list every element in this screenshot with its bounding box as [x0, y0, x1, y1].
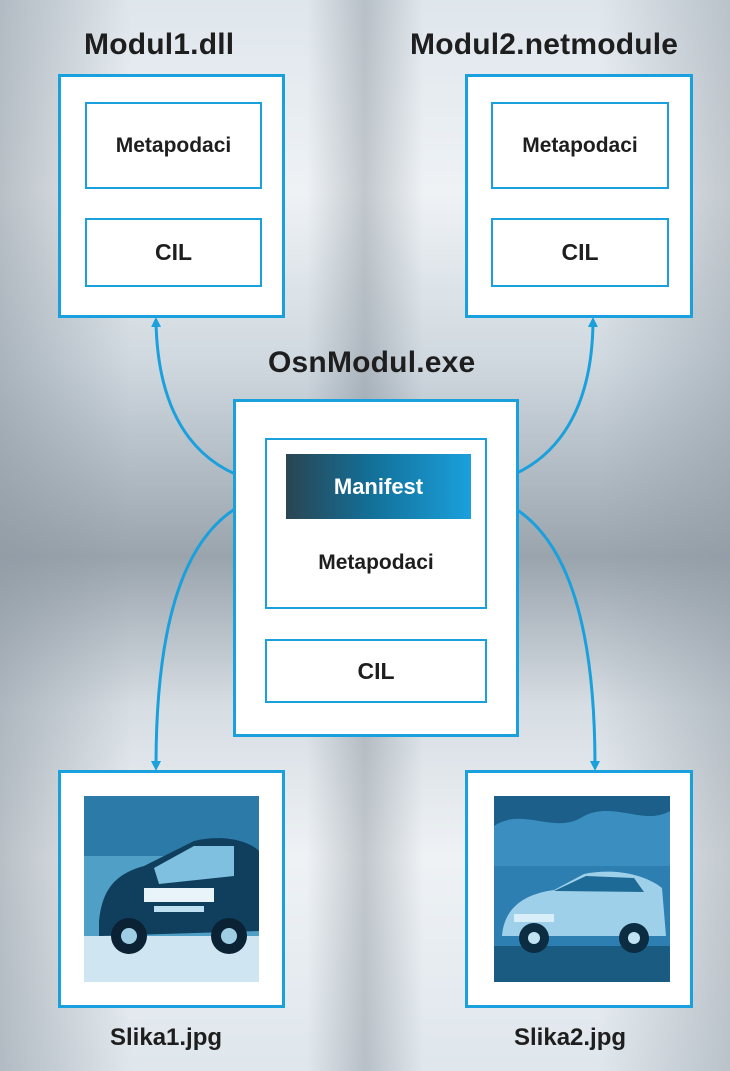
- car-photo-icon: [494, 796, 670, 982]
- slika2-caption: Slika2.jpg: [514, 1024, 627, 1051]
- main-cil: CIL: [265, 639, 487, 703]
- modul1-metadata: Metapodaci: [85, 102, 262, 189]
- main-metadata-label: Metapodaci: [318, 551, 434, 574]
- slika1-frame: [58, 770, 285, 1008]
- modul2-box: Metapodaci CIL: [465, 74, 693, 318]
- modul1-title: Modul1.dll: [84, 28, 235, 61]
- main-module-title: OsnModul.exe: [268, 346, 476, 379]
- manifest-block: Manifest: [286, 454, 471, 519]
- modul1-cil: CIL: [85, 218, 262, 287]
- slika1-photo: [84, 796, 259, 982]
- slika2-frame: [465, 770, 693, 1008]
- car-photo-icon: [84, 796, 259, 982]
- modul2-cil: CIL: [491, 218, 669, 287]
- modul2-metadata: Metapodaci: [491, 102, 669, 189]
- main-module-box: Metapodaci Manifest CIL: [233, 399, 519, 737]
- slika2-photo: [494, 796, 670, 982]
- modul2-title: Modul2.netmodule: [410, 28, 679, 61]
- modul1-box: Metapodaci CIL: [58, 74, 285, 318]
- slika1-caption: Slika1.jpg: [110, 1024, 223, 1051]
